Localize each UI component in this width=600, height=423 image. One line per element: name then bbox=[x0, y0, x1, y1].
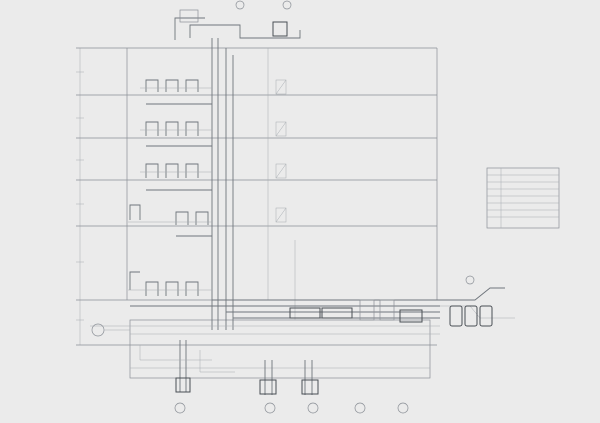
shaft-box bbox=[275, 121, 287, 137]
legend-border bbox=[486, 167, 560, 229]
axis-marker bbox=[264, 402, 276, 414]
meter-unit bbox=[449, 305, 463, 327]
risers bbox=[174, 9, 301, 330]
pit-box bbox=[175, 377, 191, 393]
pump-unit bbox=[399, 309, 423, 323]
fixture-group-floor-3 bbox=[128, 204, 212, 237]
meter-symbol bbox=[465, 275, 475, 285]
shaft-diagonal bbox=[275, 163, 287, 179]
fixture-group-floor-6 bbox=[140, 79, 212, 105]
drain-run bbox=[139, 345, 212, 361]
branch-pipe bbox=[129, 204, 141, 220]
branch-pipe bbox=[185, 121, 199, 136]
branch-pipe bbox=[165, 121, 179, 136]
branch-pipe bbox=[145, 163, 159, 178]
basement-risers bbox=[139, 340, 319, 395]
shaft-diagonal bbox=[275, 207, 287, 223]
branch-pipe bbox=[185, 163, 199, 178]
roof-equipment bbox=[179, 9, 199, 23]
branch-pipe bbox=[175, 211, 189, 225]
roof-pipe-run bbox=[189, 24, 301, 39]
branch-pipe bbox=[165, 163, 179, 178]
fixture-group-floor-5 bbox=[140, 121, 212, 147]
shaft-equipment bbox=[275, 79, 287, 223]
branch-pipe bbox=[129, 271, 140, 290]
branch-pipe bbox=[145, 79, 159, 92]
shaft-diagonal bbox=[275, 79, 287, 95]
pit-box bbox=[259, 379, 277, 395]
shaft-box bbox=[275, 79, 287, 95]
axis-marker bbox=[282, 0, 292, 10]
branch-pipe bbox=[145, 121, 159, 136]
ground-mains bbox=[90, 275, 515, 337]
shaft-diagonal bbox=[275, 121, 287, 137]
branch-pipe bbox=[185, 79, 199, 92]
valve-box bbox=[359, 299, 375, 321]
axis-markers bbox=[174, 0, 409, 414]
fixture-group-floor-4 bbox=[140, 163, 212, 191]
branch-pipe bbox=[145, 281, 159, 296]
roof-tank bbox=[272, 21, 288, 37]
service-pipe bbox=[440, 287, 505, 301]
roof-pipe-run bbox=[174, 17, 205, 40]
pit-box bbox=[301, 379, 319, 395]
shaft-box bbox=[275, 207, 287, 223]
drain-run bbox=[199, 350, 235, 373]
fixture-group-floor-2 bbox=[128, 271, 212, 307]
axis-marker bbox=[307, 402, 319, 414]
branch-pipe bbox=[195, 211, 209, 225]
branch-pipe bbox=[185, 281, 199, 296]
axis-marker bbox=[235, 0, 245, 10]
shaft-box bbox=[275, 163, 287, 179]
meter-unit bbox=[479, 305, 493, 327]
branch-pipe bbox=[165, 281, 179, 296]
pump-unit bbox=[289, 307, 321, 319]
legend-table bbox=[486, 167, 560, 229]
axis-marker bbox=[397, 402, 409, 414]
axis-marker bbox=[174, 402, 186, 414]
valve-box bbox=[379, 299, 395, 321]
pump-unit bbox=[321, 307, 353, 319]
basement-box bbox=[129, 319, 431, 379]
meter-unit bbox=[464, 305, 478, 327]
branch-pipe bbox=[165, 79, 179, 92]
axis-marker bbox=[354, 402, 366, 414]
